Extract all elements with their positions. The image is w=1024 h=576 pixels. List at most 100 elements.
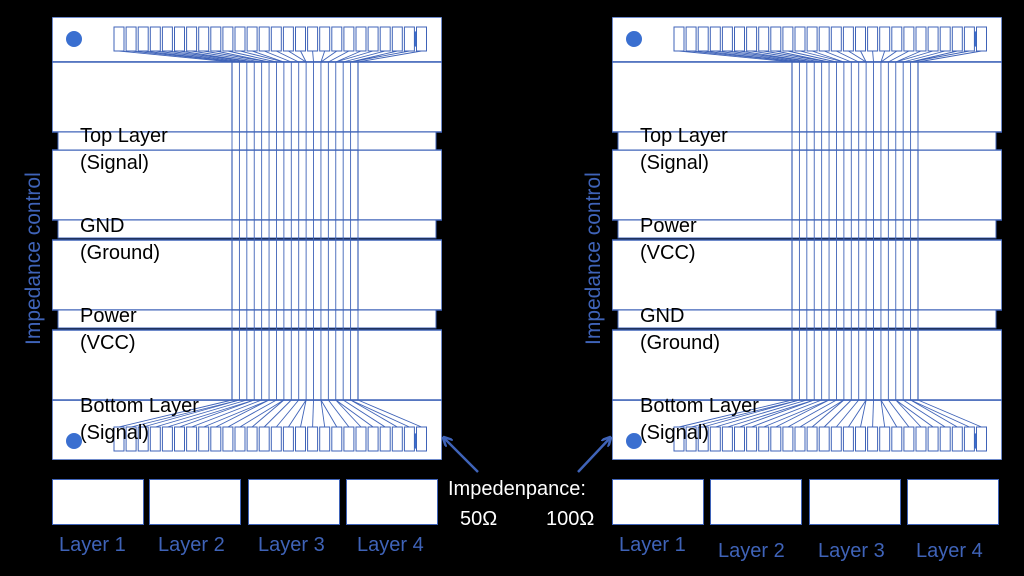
- fanout-trace-top: [888, 50, 910, 63]
- trace-bundle-box: [791, 61, 919, 133]
- fanout-trace-bottom: [167, 399, 255, 428]
- bottom-pad: [867, 426, 879, 452]
- fanout-trace-bottom: [357, 399, 422, 428]
- bottom-pad: [685, 426, 697, 452]
- fanout-trace-bottom: [715, 399, 807, 428]
- fanout-trace-top: [288, 50, 307, 63]
- top-pad: [709, 26, 721, 52]
- trace-bundle-box: [231, 239, 359, 311]
- bottom-pad: [806, 426, 818, 452]
- top-pad: [270, 26, 282, 52]
- fanout-trace-top: [836, 50, 859, 63]
- fanout-trace-top: [739, 50, 815, 63]
- right-layer-4-label: Bottom Layer(Signal): [640, 395, 759, 444]
- fanout-trace-bottom: [910, 399, 970, 428]
- fanout-trace-bottom: [860, 399, 867, 428]
- fanout-trace-bottom: [350, 399, 410, 428]
- right-layer-2-label: Power(VCC): [640, 215, 697, 264]
- fanout-trace-top: [276, 50, 299, 63]
- fanout-trace-bottom: [179, 399, 255, 428]
- fanout-trace-bottom: [143, 399, 240, 428]
- fanout-trace-top: [357, 50, 422, 63]
- top-pad: [963, 26, 975, 52]
- fanout-trace-bottom: [678, 399, 793, 428]
- left-layer-2-label: GND(Ground): [80, 215, 161, 264]
- right-board-art: [612, 17, 1002, 460]
- fanout-trace-top: [910, 50, 970, 63]
- left-legend-label-4: Layer 4: [357, 534, 424, 556]
- top-pad: [161, 26, 173, 52]
- bottom-pad: [830, 426, 842, 452]
- fanout-trace-bottom: [335, 399, 362, 428]
- fanout-trace-top: [715, 50, 807, 63]
- fanout-trace-top: [895, 50, 934, 63]
- fanout-trace-top: [300, 50, 307, 63]
- right-layer-1-label: Top Layer(Signal): [640, 125, 728, 174]
- fanout-trace-top: [860, 50, 867, 63]
- fanout-trace-top: [799, 50, 844, 63]
- fanout-trace-top: [143, 50, 240, 63]
- fanout-trace-bottom: [902, 399, 946, 428]
- fanout-trace-bottom: [763, 399, 830, 428]
- trace-bundle-box: [231, 329, 359, 401]
- callout-arrow-right: [577, 438, 610, 473]
- fanout-trace-top: [328, 50, 350, 63]
- mounting-hole: [626, 31, 642, 47]
- fanout-trace-bottom: [263, 399, 292, 428]
- right-legend-label-3: Layer 3: [818, 540, 885, 562]
- left-layer-3-label: Power(VCC): [80, 305, 137, 354]
- fanout-trace-top: [335, 50, 362, 63]
- top-pad: [770, 26, 782, 52]
- left-legend-box-3: [248, 479, 340, 525]
- callout-arrow-left: [444, 438, 479, 473]
- mounting-hole: [66, 31, 82, 47]
- fanout-trace-bottom: [880, 399, 886, 428]
- fanout-trace-top: [155, 50, 247, 63]
- fanout-trace-top: [872, 50, 874, 63]
- fanout-trace-bottom: [155, 399, 247, 428]
- fanout-trace-bottom: [799, 399, 845, 428]
- fanout-trace-top: [320, 50, 338, 63]
- fanout-trace-top: [215, 50, 270, 63]
- left-layer-1-label: Top Layer(Signal): [80, 125, 168, 174]
- fanout-trace-top: [848, 50, 867, 63]
- trace-bundle-box: [791, 149, 919, 221]
- fanout-trace-top: [903, 50, 946, 63]
- fanout-trace-top: [824, 50, 852, 63]
- right-legend-box-4: [907, 479, 999, 525]
- fanout-trace-bottom: [835, 399, 860, 428]
- fanout-trace-bottom: [118, 399, 233, 428]
- fanout-trace-top: [678, 50, 793, 63]
- fanout-trace-bottom: [203, 399, 270, 428]
- left-legend-label-2: Layer 2: [158, 534, 225, 556]
- bottom-pad: [746, 426, 758, 452]
- fanout-trace-top: [227, 50, 277, 63]
- top-pad: [830, 26, 842, 52]
- fanout-trace-top: [350, 50, 410, 63]
- fanout-trace-bottom: [739, 399, 815, 428]
- left-legend-box-2: [149, 479, 241, 525]
- fanout-trace-top: [703, 50, 800, 63]
- fanout-trace-bottom: [690, 399, 800, 428]
- trace-bundle-box: [791, 239, 919, 311]
- fanout-trace-bottom: [703, 399, 800, 428]
- fanout-trace-bottom: [227, 399, 277, 428]
- fanout-trace-bottom: [327, 399, 350, 428]
- top-pad: [685, 26, 697, 52]
- fanout-trace-bottom: [191, 399, 262, 428]
- top-pad: [867, 26, 879, 52]
- fanout-trace-bottom: [895, 399, 922, 428]
- fanout-trace-top: [787, 50, 837, 63]
- fanout-trace-top: [320, 50, 326, 63]
- fanout-trace-top: [751, 50, 822, 63]
- fanout-trace-bottom: [917, 399, 982, 428]
- right-legend-box-3: [809, 479, 901, 525]
- left-board: Top Layer(Signal) GND(Ground) Power(VCC)…: [52, 17, 442, 460]
- bottom-pad: [709, 426, 721, 452]
- fanout-trace-bottom: [335, 399, 374, 428]
- fanout-trace-bottom: [880, 399, 898, 428]
- fanout-trace-top: [251, 50, 285, 63]
- fanout-trace-top: [775, 50, 830, 63]
- fanout-trace-bottom: [775, 399, 830, 428]
